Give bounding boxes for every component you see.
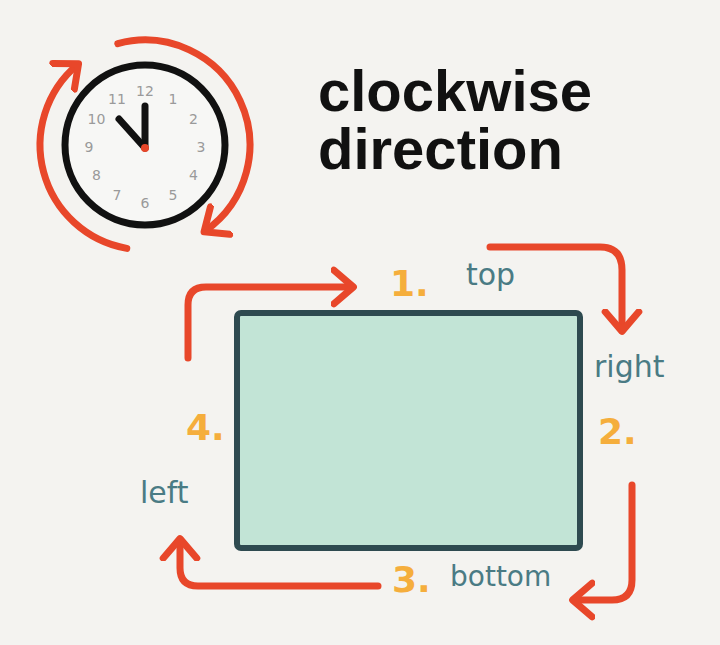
- top-arrow: [188, 287, 352, 358]
- side-label: top: [466, 258, 515, 291]
- bottom-arrow: [574, 485, 632, 600]
- clock-numeral: 8: [92, 168, 101, 182]
- step-number: 2.: [598, 412, 637, 452]
- side-label: right: [594, 350, 665, 383]
- clock-numeral: 5: [169, 188, 178, 202]
- side-label: left: [140, 476, 189, 509]
- clock-numeral: 2: [189, 112, 198, 126]
- clock-face: [65, 65, 225, 225]
- rotation-arrow: [40, 65, 127, 249]
- title: clockwise direction: [318, 62, 638, 178]
- side-label: bottom: [450, 562, 551, 593]
- clock-numeral: 3: [197, 140, 206, 154]
- rotation-arrow: [118, 40, 250, 231]
- clock-numeral: 11: [108, 92, 126, 106]
- clock-numeral: 10: [88, 112, 106, 126]
- left-arrow: [180, 540, 378, 586]
- clock-numeral: 6: [141, 196, 150, 210]
- clock-numeral: 7: [113, 188, 122, 202]
- clock-hand: [119, 119, 145, 148]
- rectangle: [237, 313, 580, 548]
- clock-numeral: 12: [136, 84, 154, 98]
- clock-center: [141, 144, 149, 152]
- clock-numeral: 1: [169, 92, 178, 106]
- step-number: 1.: [390, 264, 429, 304]
- step-number: 3.: [392, 560, 431, 600]
- step-number: 4.: [186, 408, 225, 448]
- clock-numeral: 4: [189, 168, 198, 182]
- clock-numeral: 9: [85, 140, 94, 154]
